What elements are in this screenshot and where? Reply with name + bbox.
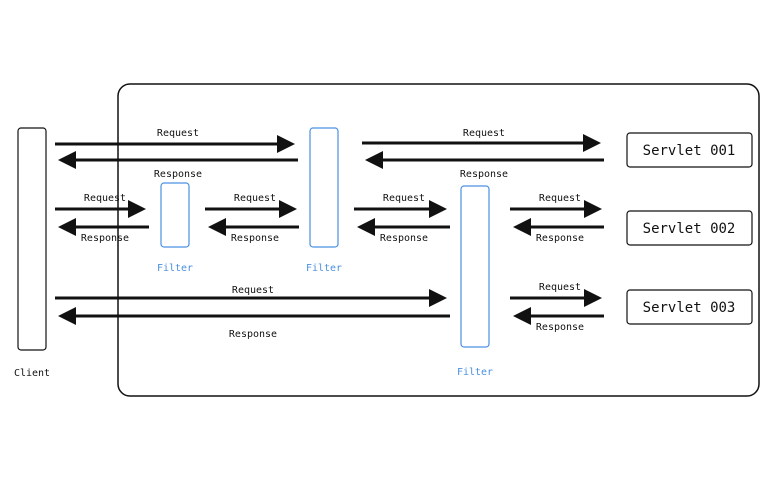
label-request-client-filter3: Request <box>232 285 274 296</box>
server-container <box>117 83 760 397</box>
label-response-filter2-filter1: Response <box>231 233 279 244</box>
label-request-filter3-servlet2: Request <box>539 193 581 204</box>
label-request-filter1-filter2: Request <box>234 193 276 204</box>
filter-box-3 <box>460 185 490 348</box>
client-box <box>17 127 47 351</box>
filter-label-1: Filter <box>157 263 193 274</box>
servlet-box-3 <box>626 289 753 325</box>
label-response-filter3-filter2: Response <box>380 233 428 244</box>
servlet-label-2: Servlet 002 <box>643 221 736 237</box>
label-response-servlet3-filter3: Response <box>536 322 584 333</box>
label-response-filter1-client: Response <box>81 233 129 244</box>
servlet-label-3: Servlet 003 <box>643 300 736 316</box>
servlet-box-2 <box>626 210 753 246</box>
label-request-filter2-filter3: Request <box>383 193 425 204</box>
label-response-filter3-client: Response <box>229 329 277 340</box>
label-response-servlet2-filter3: Response <box>536 233 584 244</box>
label-request-client-filter1: Request <box>84 193 126 204</box>
filter-label-3: Filter <box>457 367 493 378</box>
client-label: Client <box>14 368 50 379</box>
filter-box-1 <box>160 182 190 248</box>
servlet-label-1: Servlet 001 <box>643 143 736 159</box>
label-request-client-filter2: Request <box>157 128 199 139</box>
filter-box-2 <box>309 127 339 248</box>
servlet-box-1 <box>626 132 753 168</box>
filter-label-2: Filter <box>306 263 342 274</box>
label-request-filter2-servlet1: Request <box>463 128 505 139</box>
label-request-filter3-servlet3: Request <box>539 282 581 293</box>
label-response-servlet1-filter2: Response <box>460 169 508 180</box>
label-response-filter2-client: Response <box>154 169 202 180</box>
